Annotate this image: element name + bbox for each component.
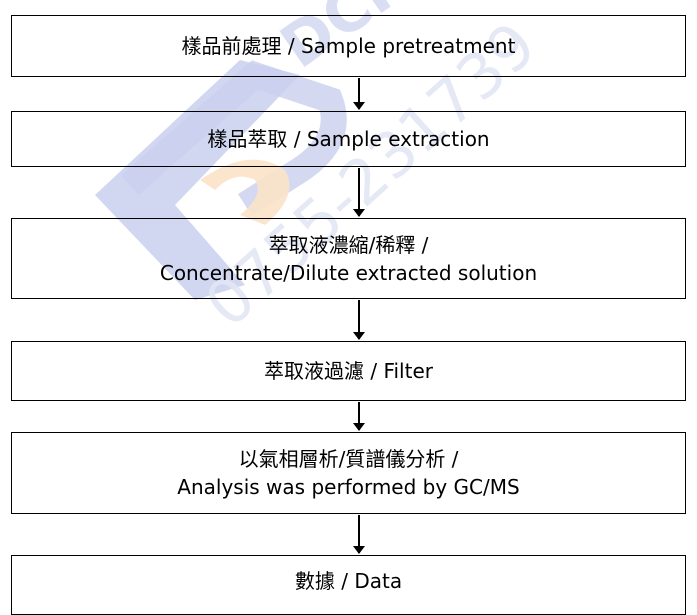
step-label: 萃取液過濾 / Filter (264, 359, 433, 383)
step-label-line1: 萃取液濃縮/稀釋 / (268, 232, 429, 257)
step-gc-ms-analysis: 以氣相層析/質譜儀分析 / Analysis was performed by … (11, 432, 686, 514)
arrow-down (353, 402, 365, 431)
arrow-down (353, 515, 365, 554)
step-label: 樣品前處理 / Sample pretreatment (181, 34, 516, 58)
step-sample-extraction: 樣品萃取 / Sample extraction (11, 111, 686, 167)
step-filter: 萃取液過濾 / Filter (11, 341, 686, 401)
arrow-down (353, 168, 365, 217)
step-label-line1: 以氣相層析/質譜儀分析 / (238, 447, 459, 471)
step-label-line2: Analysis was performed by GC/MS (177, 475, 520, 499)
step-concentrate-dilute: 萃取液濃縮/稀釋 / Concentrate/Dilute extracted … (11, 218, 686, 299)
step-label-line2: Concentrate/Dilute extracted solution (159, 260, 538, 285)
step-label: 樣品萃取 / Sample extraction (207, 127, 490, 151)
step-label: 數據 / Data (294, 569, 403, 593)
arrow-down (353, 78, 365, 110)
step-data: 數據 / Data (11, 555, 686, 615)
arrow-down (353, 300, 365, 340)
step-sample-pretreatment: 樣品前處理 / Sample pretreatment (11, 15, 686, 77)
